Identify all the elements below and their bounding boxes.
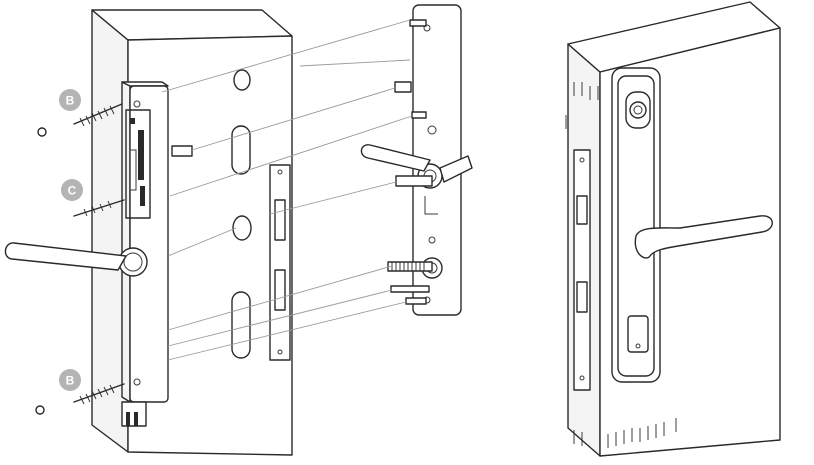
plate-screw-hole-bottom xyxy=(133,378,141,386)
door-slot-upper xyxy=(231,125,251,175)
threaded-rod xyxy=(387,261,433,272)
installed-lever-handle xyxy=(634,215,773,259)
key-cylinder-icon xyxy=(627,315,649,353)
door-hole-top xyxy=(233,69,251,91)
hole-markers xyxy=(565,82,677,450)
cable-connector-rear xyxy=(394,81,412,93)
plate-screw-hole-top xyxy=(133,100,141,108)
door-slab xyxy=(91,9,293,456)
screw-icon xyxy=(73,199,125,217)
spindles-and-cables xyxy=(171,19,433,305)
callout-letter: B xyxy=(66,374,75,388)
door-slot-lower xyxy=(231,291,251,359)
front-lever-handle xyxy=(4,242,127,271)
callout-b-bottom: B xyxy=(59,369,81,391)
screw-icon xyxy=(37,103,123,137)
callout-b-top: B xyxy=(59,89,81,111)
assembly-guide-lines xyxy=(161,19,413,361)
installed-lock-plate xyxy=(611,67,661,383)
callout-letter: B xyxy=(66,94,75,108)
installed-faceplate xyxy=(573,149,591,391)
rear-lever-handle xyxy=(360,144,431,172)
fingerprint-sensor-icon xyxy=(625,91,651,129)
spindle-bar xyxy=(395,175,433,187)
front-lock-plate xyxy=(118,81,169,427)
door-hole-cylinder xyxy=(232,215,252,241)
callout-c: C xyxy=(61,179,83,201)
exploded-assembly: B C B xyxy=(4,4,473,456)
screw-icon xyxy=(35,383,125,415)
installed-assembly xyxy=(565,1,781,457)
cable-connector-front xyxy=(171,145,193,157)
callout-letter: C xyxy=(68,184,77,198)
